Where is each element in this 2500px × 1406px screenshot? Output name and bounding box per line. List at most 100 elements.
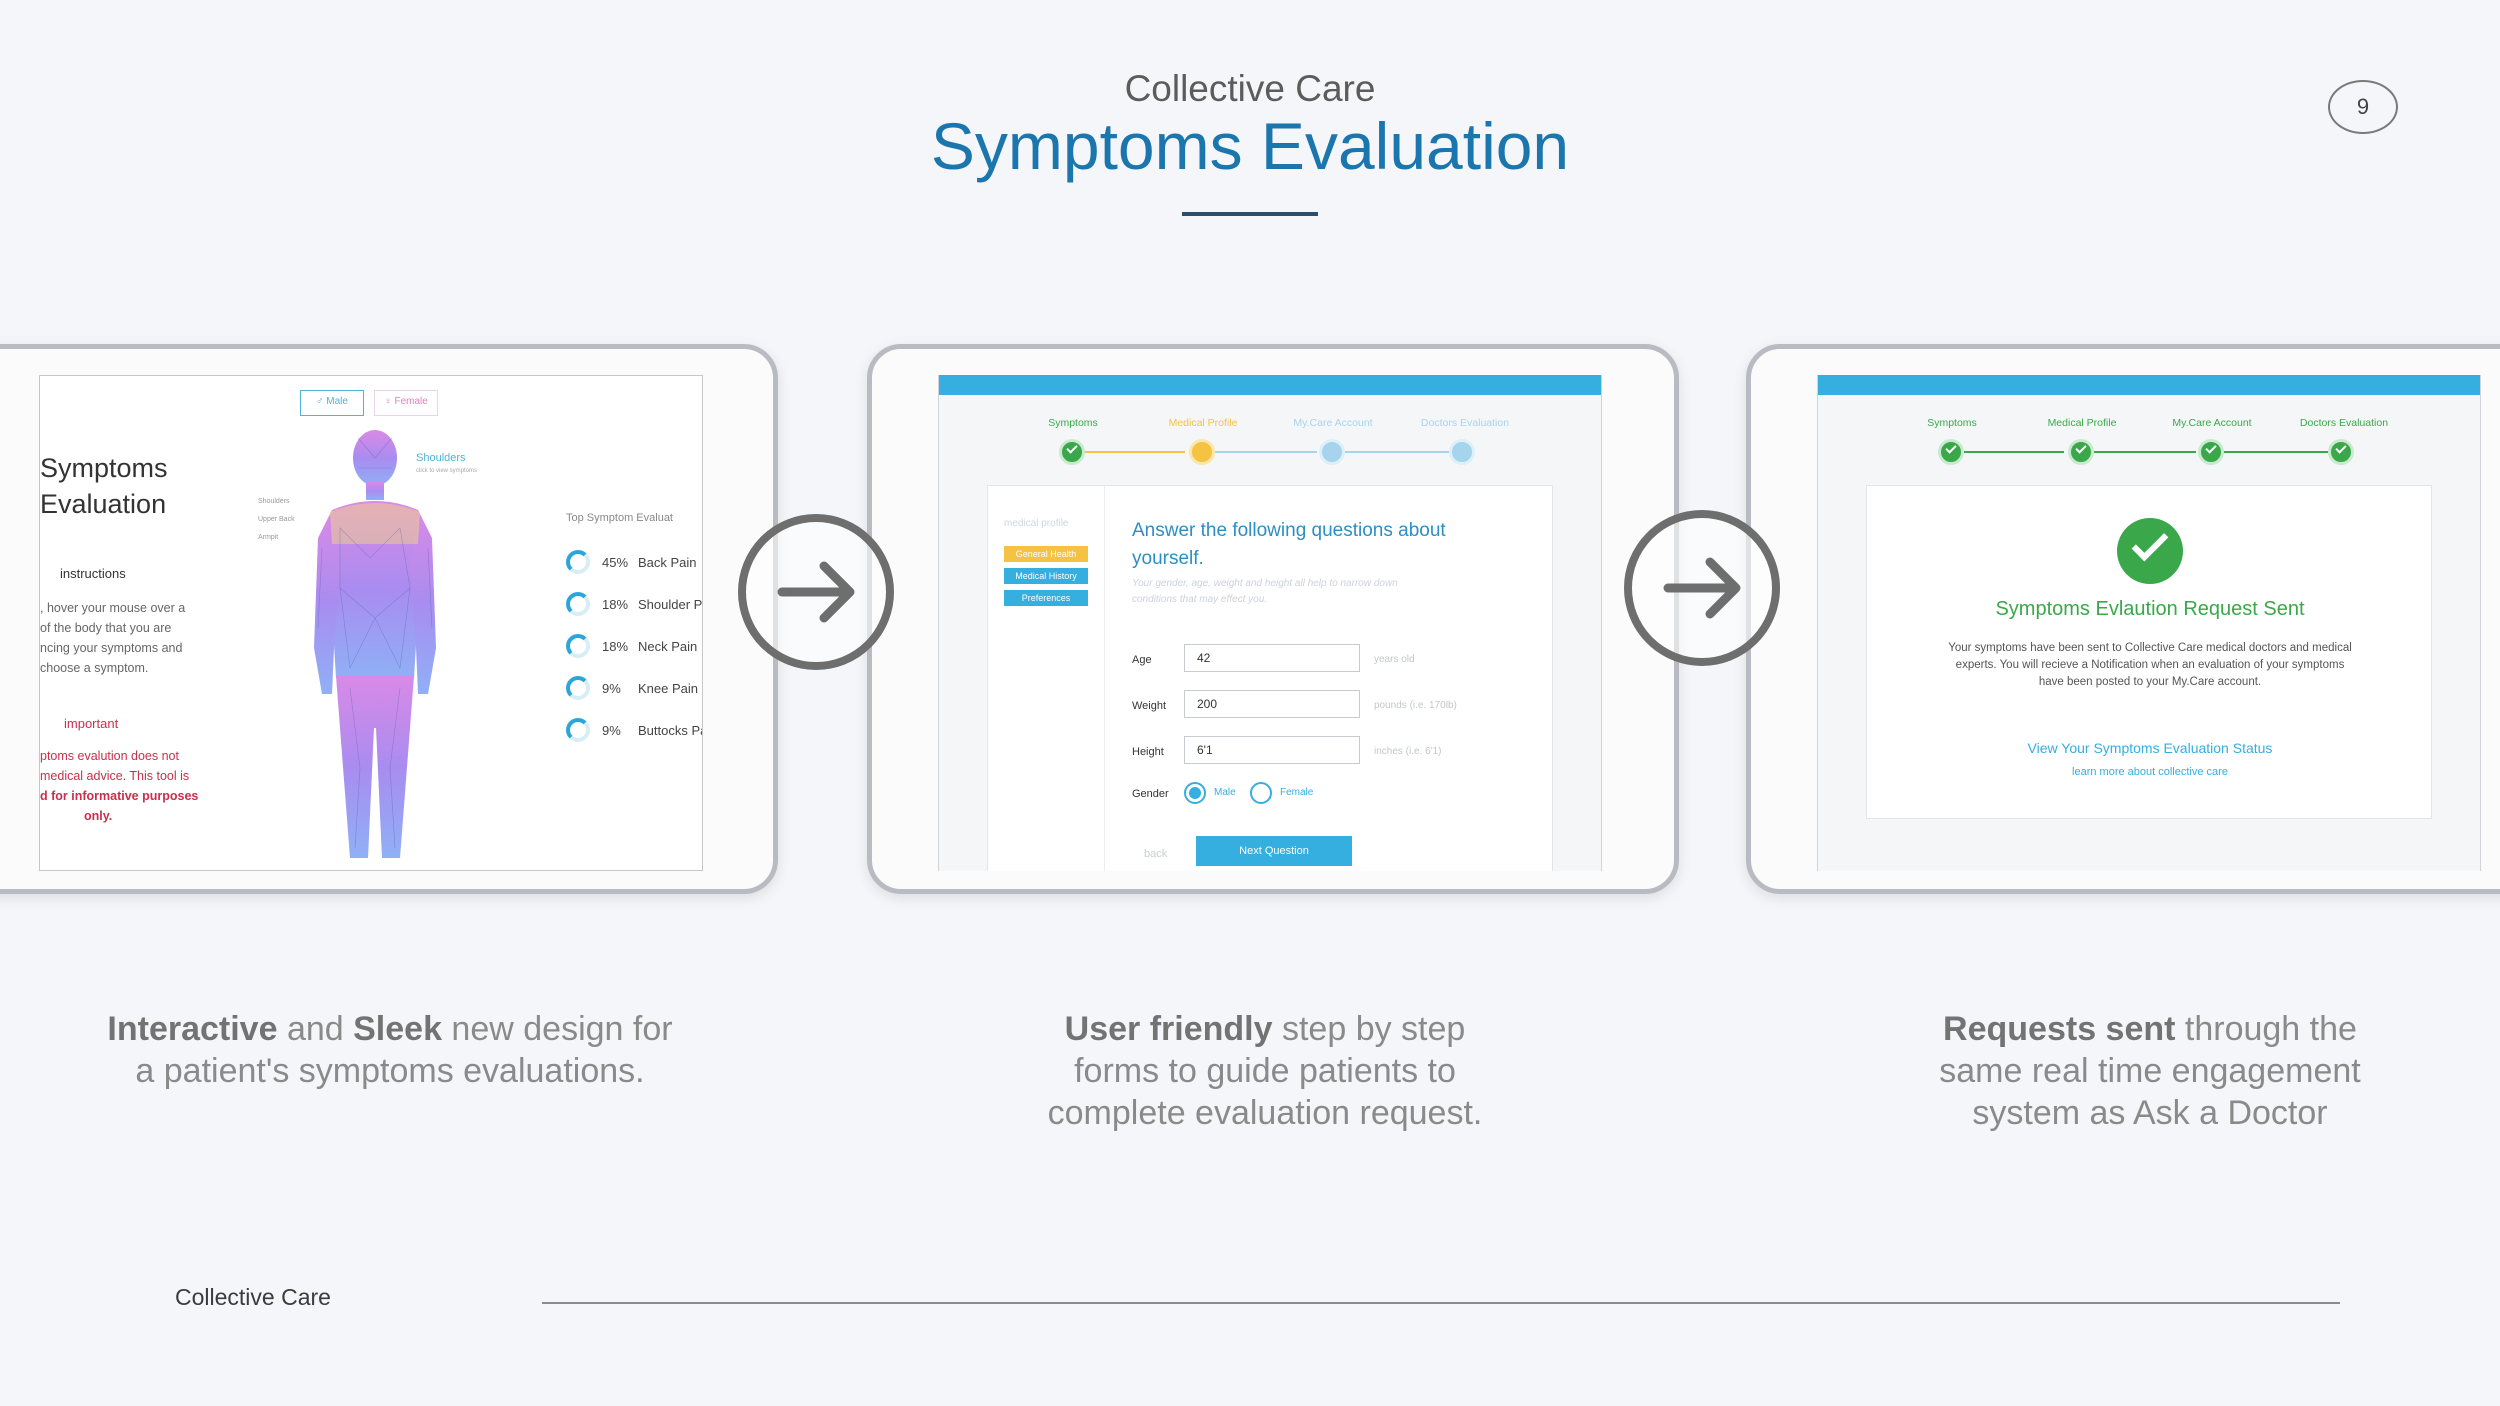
- gender-male-label[interactable]: Male: [1214, 787, 1236, 798]
- step-label: Medical Profile: [1168, 417, 1238, 429]
- instructions-heading: instructions: [60, 566, 126, 581]
- caption-interactive: Interactive and Sleek new design for a p…: [107, 1010, 673, 1090]
- arrow-right-circle-icon: [738, 514, 894, 670]
- confirmation-body: Your symptoms have been sent to Collecti…: [1948, 642, 2352, 654]
- symptoms-heading-line2: Evaluation: [40, 489, 167, 519]
- symptom-map-screen: ♂ Male ♀ Female Symptoms Evaluation inst…: [39, 375, 703, 871]
- step-complete-icon[interactable]: [2198, 439, 2224, 465]
- caption-requests-sent: Requests sent through the same real time…: [1939, 1010, 2361, 1132]
- step-connector: [1215, 451, 1317, 453]
- title-underline: [1182, 212, 1318, 216]
- back-link[interactable]: back: [1144, 848, 1168, 860]
- human-body-map[interactable]: [310, 428, 440, 868]
- step-connector: [1964, 451, 2064, 453]
- region-label: Upper Back: [258, 516, 295, 523]
- important-line: only.: [84, 809, 113, 823]
- confirmation-title: Symptoms Evlaution Request Sent: [1995, 598, 2305, 620]
- sidebar-item-preferences[interactable]: Preferences: [1004, 590, 1088, 606]
- slide-subtitle: Collective Care: [1124, 68, 1376, 109]
- height-hint: inches (i.e. 6'1): [1374, 746, 1442, 757]
- weight-hint: pounds (i.e. 170lb): [1374, 700, 1457, 711]
- gender-female-radio[interactable]: [1250, 782, 1272, 804]
- symptoms-heading-line1: Symptoms: [40, 453, 168, 483]
- step-complete-icon[interactable]: [2328, 439, 2354, 465]
- region-label: Armpit: [258, 534, 279, 541]
- instructions-line: ncing your symptoms and: [40, 641, 183, 655]
- top-symptom-row[interactable]: 45%Back Pain: [566, 550, 697, 574]
- step-label: Symptoms: [1927, 417, 1977, 429]
- progress-ring-icon: [566, 634, 590, 658]
- step-label: Medical Profile: [2047, 417, 2117, 429]
- request-sent-screen: Symptoms Medical Profile My.Care Account…: [1817, 375, 2481, 871]
- question-hint: conditions that may effect you.: [1132, 594, 1268, 605]
- next-question-button[interactable]: Next Question: [1196, 836, 1352, 866]
- sidebar-item-general-health[interactable]: General Health: [1004, 546, 1088, 562]
- instructions-line: , hover your mouse over a: [40, 601, 186, 615]
- check-circle-icon: [2117, 518, 2183, 584]
- age-hint: years old: [1374, 654, 1415, 665]
- step-pending-dot[interactable]: [1319, 439, 1345, 465]
- gender-female-label[interactable]: Female: [1280, 787, 1314, 798]
- medical-profile-screen: Symptoms Medical Profile My.Care Account…: [938, 375, 1602, 871]
- slide-title: Symptoms Evaluation: [930, 109, 1570, 183]
- caption-user-friendly: User friendly step by step forms to guid…: [1047, 1010, 1483, 1132]
- instructions-line: choose a symptom.: [40, 661, 149, 675]
- step-connector: [2094, 451, 2196, 453]
- gender-label: Gender: [1132, 788, 1169, 800]
- progress-ring-icon: [566, 550, 590, 574]
- footer-rule: [542, 1302, 2340, 1304]
- step-complete-icon[interactable]: [1059, 439, 1085, 465]
- important-line: medical advice. This tool is: [40, 769, 190, 783]
- region-label: Shoulders: [258, 498, 290, 505]
- top-bar: [1818, 375, 2480, 395]
- page-number-badge: 9: [2328, 80, 2398, 134]
- question-hint: Your gender, age, weight and height all …: [1132, 578, 1398, 589]
- top-bar: [939, 375, 1601, 395]
- step-label: Doctors Evaluation: [1420, 417, 1510, 429]
- tablet-request-sent: Symptoms Medical Profile My.Care Account…: [1746, 344, 2500, 894]
- step-label: My.Care Account: [2172, 417, 2252, 429]
- sidebar-item-medical-history[interactable]: Medical History: [1004, 568, 1088, 584]
- form-card: medical profile General Health Medical H…: [987, 485, 1553, 871]
- confirmation-body: have been posted to your My.Care account…: [2038, 676, 2262, 688]
- female-toggle-button[interactable]: ♀ Female: [374, 390, 438, 416]
- important-heading: important: [64, 716, 119, 731]
- progress-ring-icon: [566, 718, 590, 742]
- weight-label: Weight: [1132, 700, 1167, 712]
- step-complete-icon[interactable]: [2068, 439, 2094, 465]
- confirmation-body: experts. You will recieve a Notification…: [1955, 659, 2345, 671]
- step-pending-dot[interactable]: [1449, 439, 1475, 465]
- hover-region-label: Shoulders: [416, 452, 466, 464]
- step-complete-icon[interactable]: [1938, 439, 1964, 465]
- footer-brand: Collective Care: [175, 1284, 331, 1310]
- male-toggle-button[interactable]: ♂ Male: [300, 390, 364, 416]
- height-field[interactable]: 6'1: [1184, 736, 1360, 764]
- hover-region-hint: click to view symptoms: [416, 468, 478, 474]
- question-heading: yourself.: [1132, 548, 1204, 569]
- age-field[interactable]: 42: [1184, 644, 1360, 672]
- tablet-medical-profile-form: Symptoms Medical Profile My.Care Account…: [867, 344, 1679, 894]
- top-symptom-row[interactable]: 9%Buttocks Pa: [566, 718, 702, 742]
- tablet-symptom-map: ♂ Male ♀ Female Symptoms Evaluation inst…: [0, 344, 778, 894]
- progress-ring-icon: [566, 592, 590, 616]
- step-connector: [1085, 451, 1185, 453]
- top-symptom-row[interactable]: 18%Shoulder P: [566, 592, 702, 616]
- instructions-line: of the body that you are: [40, 621, 172, 635]
- sidebar-divider: [1104, 486, 1105, 871]
- weight-field[interactable]: 200: [1184, 690, 1360, 718]
- age-label: Age: [1132, 654, 1152, 666]
- progress-ring-icon: [566, 676, 590, 700]
- arrow-right-circle-icon: [1624, 510, 1780, 666]
- gender-male-radio[interactable]: [1184, 782, 1206, 804]
- step-connector: [2224, 451, 2328, 453]
- top-symptom-row[interactable]: 18%Neck Pain: [566, 634, 697, 658]
- sidebar-title: medical profile: [1004, 518, 1069, 529]
- view-status-link[interactable]: View Your Symptoms Evaluation Status: [2027, 740, 2273, 756]
- important-line: ptoms evalution does not: [40, 749, 179, 763]
- question-heading: Answer the following questions about: [1132, 520, 1446, 541]
- confirmation-card: Symptoms Evlaution Request Sent Your sym…: [1866, 485, 2432, 819]
- top-symptom-row[interactable]: 9%Knee Pain: [566, 676, 698, 700]
- learn-more-link[interactable]: learn more about collective care: [2072, 766, 2228, 778]
- step-label: Doctors Evaluation: [2299, 417, 2389, 429]
- step-current-dot[interactable]: [1189, 439, 1215, 465]
